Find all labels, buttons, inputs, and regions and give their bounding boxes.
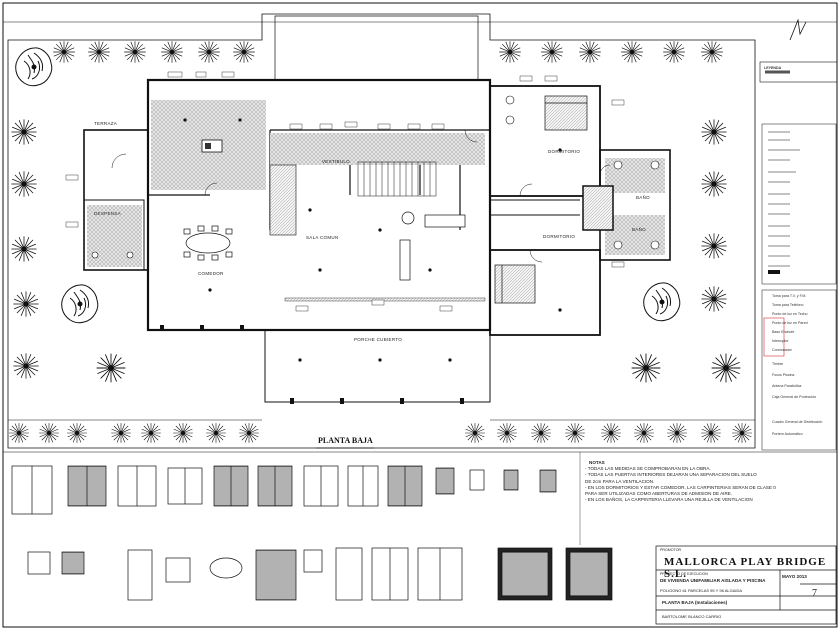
- legend-item: Base Enchufe: [772, 330, 795, 334]
- legend-item: Punto de luz en Techo: [772, 312, 808, 316]
- room-label-dormitorio-2: DORMITORIO: [543, 234, 576, 239]
- project-line-2: POLIGONO 61 PARCELAS 95 Y 96 ALGAIDA: [660, 588, 743, 593]
- hall-tiles: [270, 133, 485, 165]
- legend-item: Timbre: [772, 362, 784, 366]
- bed-2: [494, 264, 536, 304]
- trees-bottom: [8, 422, 753, 444]
- corridor-tiles: [582, 185, 614, 231]
- room-label-bano-2: BAÑO: [632, 227, 646, 232]
- project-date: MAYO 2013: [782, 574, 807, 579]
- carpentry-row-1: [11, 465, 557, 515]
- note-line: - EN LOS BAÑOS, LA CARPINTERIA LLEVARA U…: [585, 497, 753, 503]
- bed-1: [544, 95, 588, 131]
- note-line: - EN LOS DORMITORIOS Y ESTAR COMEDOR, LA…: [585, 484, 776, 490]
- legend-title: LEYENDA: [764, 66, 782, 70]
- note-line: DE 2cm PARA LA VENTILACION.: [585, 478, 655, 484]
- note-line: - TODAS LAS MEDIDAS SE COMPROBARAN EN LA…: [585, 466, 711, 472]
- legend-item: Caja General de Protección: [772, 395, 817, 399]
- legend-item: Toma para Teléfono: [772, 303, 804, 307]
- note-line: PARA SER UTILIZADAS COMO ABERTURAS DE AD…: [585, 491, 733, 497]
- notes-block: NOTAS - TODAS LAS MEDIDAS SE COMPROBARAN…: [585, 460, 835, 503]
- legend-item: Antena Parabólica: [772, 384, 802, 388]
- room-label-porche: PORCHE CUBIERTO: [354, 337, 403, 342]
- room-label-comedor: COMEDOR: [198, 271, 224, 276]
- dining-table: [183, 225, 233, 261]
- note-line: - TODAS LAS PUERTAS INTERIORES DEJARAN U…: [585, 472, 757, 478]
- electrical-symbols: [65, 71, 625, 362]
- author-name: BARTOLOME BLANCO CARRIO: [662, 614, 722, 619]
- room-label-sala: SALA COMUN: [306, 235, 339, 240]
- title-block-promotor-label: PROMOTOR: [660, 548, 682, 552]
- company-name: MALLORCA PLAY BRIDGE S.L.: [664, 556, 827, 580]
- sheet-number: 7: [812, 588, 817, 599]
- plan-title: PLANTA BAJA: [318, 436, 373, 445]
- legend-item: Portero Automático: [772, 432, 803, 436]
- drawing-name: PLANTA BAJA (Instalaciones): [662, 600, 728, 605]
- notes-heading: NOTAS: [589, 460, 605, 465]
- legend-item: Punto de luz en Pared: [772, 321, 808, 325]
- room-label-dormitorio-1: DORMITORIO: [548, 149, 581, 154]
- project-label: PROYECTO DE EJECUCION: [660, 572, 708, 576]
- legend-item: Cuadro General de Distribución: [772, 420, 823, 424]
- legend-item: Conmutador: [772, 348, 792, 352]
- room-label-vestibulo: VESTIBULO: [322, 159, 350, 164]
- room-label-terraza: TERRAZA: [94, 121, 118, 126]
- legend-item: Toma para T.V. y F.M.: [772, 294, 807, 298]
- room-label-bano-1: BAÑO: [636, 195, 650, 200]
- legend-item: Focos Piscina: [772, 373, 795, 377]
- project-line-1: DE VIVIENDA UNIFAMILIAR AISLADA Y PISCIN…: [660, 578, 766, 583]
- stairs: [357, 161, 437, 197]
- legend-item: Interruptor: [772, 339, 789, 343]
- title-block-frame: [655, 545, 837, 625]
- carpentry-row-2: [27, 547, 613, 601]
- room-label-despensa: DESPENSA: [94, 211, 121, 216]
- legend-panel: [759, 61, 838, 451]
